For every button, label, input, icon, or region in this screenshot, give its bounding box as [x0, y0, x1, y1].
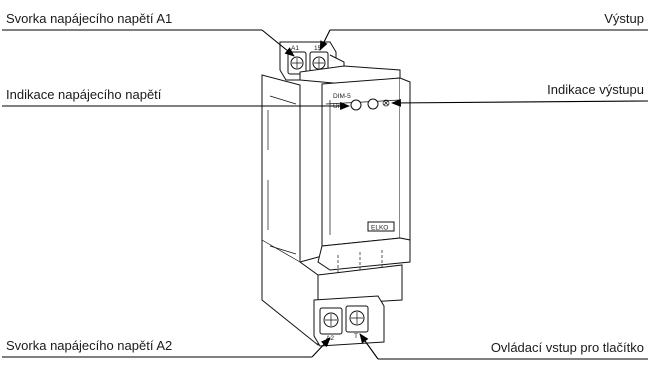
callout-control-input [359, 333, 648, 360]
brand-plate [367, 221, 395, 232]
callout-output-indication [391, 98, 649, 107]
supply-led [350, 99, 362, 111]
label-output: Výstup [604, 11, 644, 26]
label-control-input: Ovládací vstup pro tlačítko [491, 340, 644, 355]
label-supply-a1: Svorka napájecího napětí A1 [6, 11, 172, 26]
label-supply-indication: Indikace napájecího napětí [6, 87, 162, 102]
terminal-label-output: 15 [314, 45, 322, 52]
callout-output [319, 29, 648, 51]
output-led [367, 98, 379, 110]
callout-supply-a1 [2, 29, 295, 57]
terminal-label-control: T [354, 333, 358, 340]
brand-label: ELKO [371, 225, 388, 232]
module-side-profile [261, 74, 319, 347]
label-output-indication: Indikace výstupu [547, 82, 644, 97]
label-supply-a2: Svorka napájecího napětí A2 [6, 338, 172, 353]
callout-supply-a2 [2, 337, 331, 358]
output-symbol-icon [382, 99, 390, 107]
din-module: A1 15 DIM-5 Un ELKO A2 [261, 41, 411, 347]
terminal-label-a1: A1 [291, 45, 299, 52]
model-label: DIM-5 [333, 93, 351, 100]
